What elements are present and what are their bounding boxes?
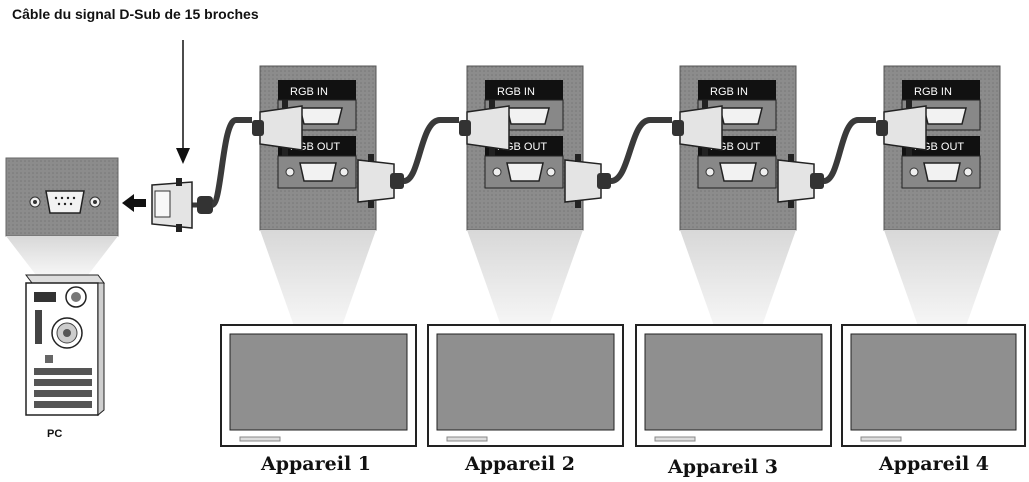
device-label-3: Appareil 3: [668, 456, 778, 478]
device-label-4: Appareil 4: [879, 453, 989, 475]
out-connector: [777, 154, 824, 208]
pc-label: PC: [47, 428, 63, 440]
rgb-in-label: RGB IN: [497, 86, 535, 98]
device-3: RGB IN RGB OUT: [672, 65, 824, 326]
in-connector: [252, 100, 303, 156]
panel-beam: [467, 230, 583, 326]
cable-device-1-to-2: [402, 117, 459, 184]
rgb-in-label: RGB IN: [290, 86, 328, 98]
annotation-arrow: [176, 40, 190, 164]
monitor-1: [220, 324, 417, 447]
cable-device-3-to-4: [822, 117, 876, 184]
pc-beam: [6, 236, 118, 275]
panel-beam: [680, 230, 796, 326]
out-connector: [357, 154, 404, 208]
pc-tower-icon: [25, 274, 105, 417]
device-4: RGB IN RGB OUT: [876, 65, 1001, 326]
cable-pc-to-device-1: [209, 117, 252, 208]
device-1: RGB IN RGB OUT: [252, 65, 404, 326]
device-2: RGB IN RGB OUT: [459, 65, 611, 326]
in-connector: [672, 100, 723, 156]
pc-vga-port: [29, 190, 101, 214]
in-connector: [459, 100, 510, 156]
monitor-4: [841, 324, 1026, 447]
out-connector: [564, 154, 611, 208]
in-connector: [876, 100, 927, 156]
pc-side-connector: [151, 178, 213, 232]
rgb-in-label: RGB IN: [914, 86, 952, 98]
panel-beam: [884, 230, 1000, 326]
pc-panel: [5, 157, 119, 237]
rgb-in-label: RGB IN: [710, 86, 748, 98]
monitor-2: [427, 324, 624, 447]
cable-title: Câble du signal D-Sub de 15 broches: [12, 6, 259, 22]
device-label-2: Appareil 2: [465, 453, 575, 475]
monitor-3: [635, 324, 832, 447]
panel-beam: [260, 230, 376, 326]
direction-arrow: [122, 194, 146, 212]
device-label-1: Appareil 1: [261, 453, 371, 475]
cable-device-2-to-3: [610, 117, 672, 184]
